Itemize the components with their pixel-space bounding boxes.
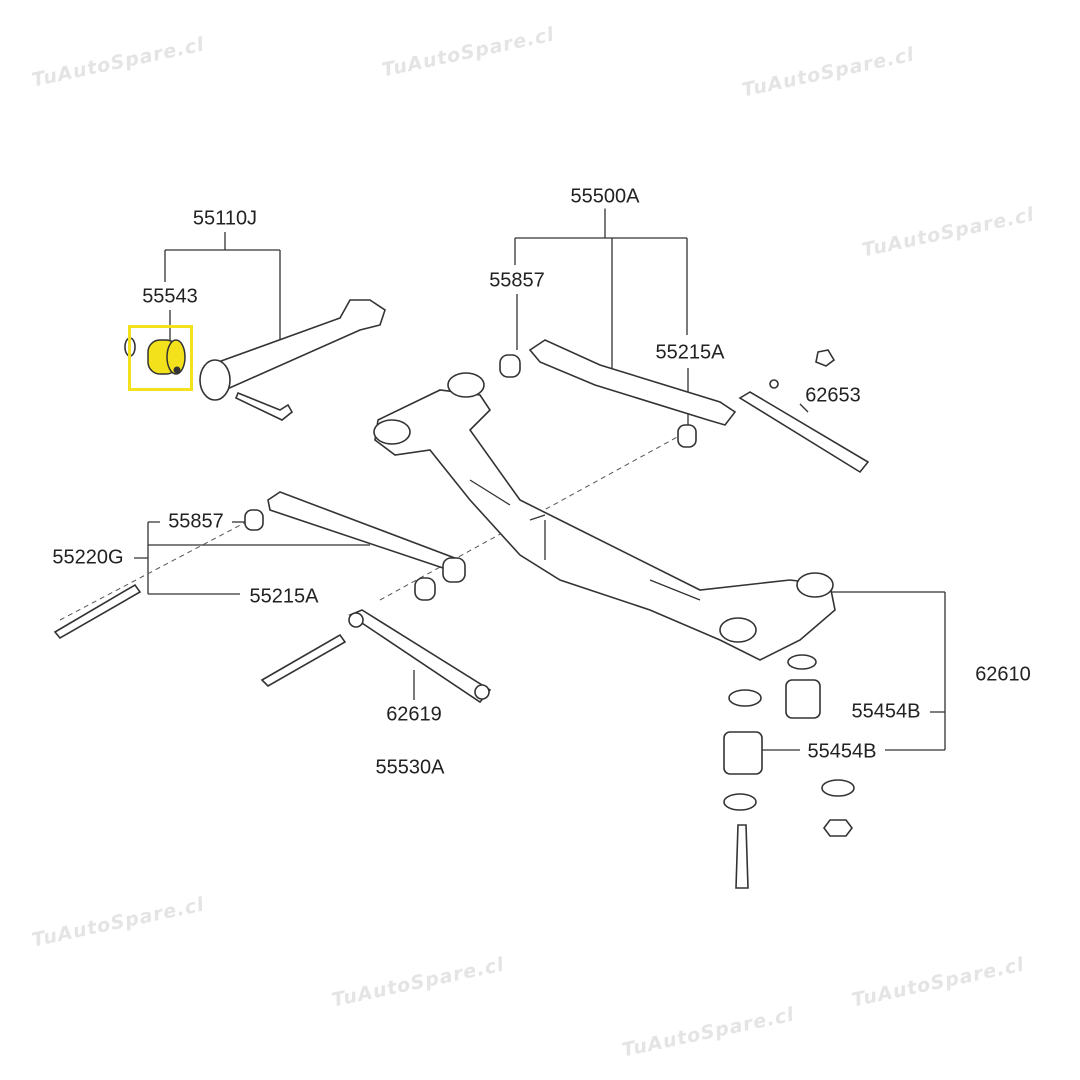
label-55543[interactable]: 55543 [142,285,198,309]
label-55530A[interactable]: 55530A [375,756,445,780]
trailing-arm-55110J [199,299,386,421]
upper-arm-55500A [499,339,737,448]
lateral-arm-55220G [53,491,466,687]
label-55220G[interactable]: 55220G [52,546,124,570]
label-55454B-upper[interactable]: 55454B [851,700,921,724]
label-55857-top[interactable]: 55857 [489,269,545,293]
label-55857-left[interactable]: 55857 [168,510,224,534]
crossmember-55530A [373,372,836,661]
stabilizer-link-62653 [738,349,870,474]
label-62610[interactable]: 62610 [975,663,1031,687]
label-62619[interactable]: 62619 [386,703,442,727]
mounts-55454B [723,654,855,889]
label-55215A-left[interactable]: 55215A [249,585,319,609]
label-55110J[interactable]: 55110J [192,207,258,231]
label-55500A[interactable]: 55500A [570,185,640,209]
link-62619 [348,609,492,704]
label-62653[interactable]: 62653 [805,384,861,408]
label-55215A-top[interactable]: 55215A [655,341,725,365]
label-55454B-lower[interactable]: 55454B [807,740,877,764]
highlight-box-55543 [128,325,193,391]
